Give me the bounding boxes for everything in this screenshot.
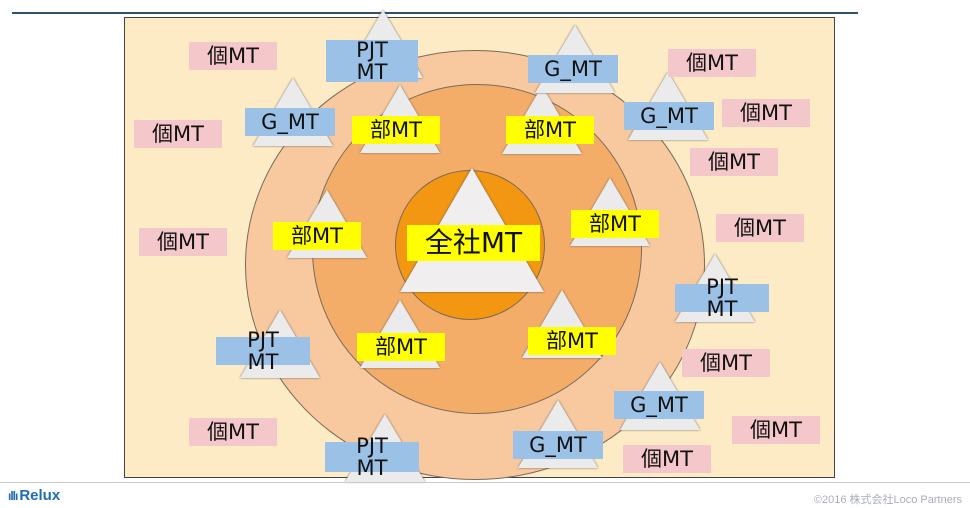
individual-meeting-label: 個MT	[732, 416, 820, 444]
individual-meeting-label: 個MT	[623, 445, 711, 473]
logo-text: Relux	[19, 487, 61, 504]
group-meeting-label: G_MT	[614, 391, 704, 419]
project-meeting-label: PJT MT	[675, 276, 769, 320]
top-rule	[12, 12, 858, 14]
project-meeting-label: PJT MT	[216, 329, 310, 373]
project-label-line2: MT	[247, 350, 279, 374]
dept-meeting-label: 部MT	[506, 116, 594, 144]
project-meeting-label: PJT MT	[325, 435, 419, 479]
project-meeting-label: PJT MT	[326, 38, 418, 84]
individual-meeting-label: 個MT	[668, 49, 756, 77]
individual-meeting-label: 個MT	[134, 120, 222, 148]
group-meeting-label: G_MT	[245, 108, 335, 136]
project-label-line2: MT	[706, 297, 738, 321]
relux-logo: ıllı Relux	[8, 487, 60, 504]
individual-meeting-label: 個MT	[189, 418, 277, 446]
individual-meeting-label: 個MT	[189, 42, 277, 70]
dept-meeting-label: 部MT	[273, 222, 361, 250]
individual-meeting-label: 個MT	[716, 214, 804, 242]
dept-meeting-label: 部MT	[357, 333, 445, 361]
project-label-line1: PJT	[356, 38, 388, 62]
project-label-line1: PJT	[247, 328, 279, 352]
dept-meeting-label: 部MT	[528, 327, 616, 355]
group-meeting-label: G_MT	[513, 431, 603, 459]
individual-meeting-label: 個MT	[722, 99, 810, 127]
copyright-text: ©2016 株式会社Loco Partners	[813, 494, 962, 506]
individual-meeting-label: 個MT	[682, 349, 770, 377]
project-label-line2: MT	[356, 60, 388, 84]
dept-meeting-label: 部MT	[571, 210, 659, 238]
individual-meeting-label: 個MT	[690, 148, 778, 176]
group-meeting-label: G_MT	[528, 55, 618, 83]
group-meeting-label: G_MT	[624, 102, 714, 130]
footer-rule	[0, 482, 970, 483]
dept-meeting-label: 部MT	[352, 116, 440, 144]
project-label-line2: MT	[356, 456, 388, 480]
logo-bars-icon: ıllı	[8, 488, 18, 503]
project-label-line1: PJT	[356, 434, 388, 458]
project-label-line1: PJT	[706, 275, 738, 299]
individual-meeting-label: 個MT	[139, 228, 227, 256]
company-meeting-label: 全社MT	[407, 225, 540, 261]
